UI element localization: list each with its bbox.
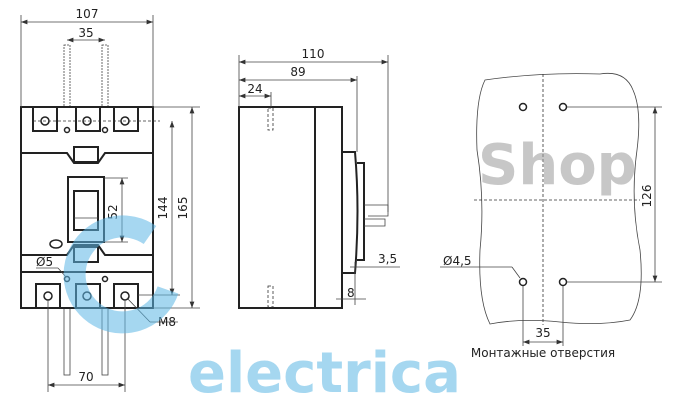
dim-depth-handle: 89 [290, 65, 305, 79]
mounting-caption: Монтажные отверстия [471, 346, 615, 360]
busbar [63, 307, 71, 376]
breaker-body [20, 106, 154, 309]
dim-handle-step: 3,5 [378, 252, 397, 266]
side-view: 110 89 24 3,5 8 [238, 47, 400, 309]
dim-mount-hole-diameter: Ø4,5 [443, 254, 472, 268]
busbar [101, 44, 109, 108]
dim-depth-total: 110 [302, 47, 325, 61]
side-body [238, 106, 343, 309]
dim-bar-spacing: 35 [78, 26, 93, 40]
dim-hole-span: 144 [156, 197, 170, 220]
watermark-part1: electrica [188, 341, 461, 400]
mounting-view: 126 35 Ø4,5 Монтажные отверстия [440, 72, 662, 360]
dim-vertical-spacing: 126 [640, 185, 654, 208]
watermark: electrica Shop [63, 133, 637, 400]
busbar [63, 44, 71, 108]
dim-bottom-spacing: 70 [78, 370, 93, 384]
watermark-logo [63, 215, 179, 334]
dim-front-step: 8 [347, 286, 355, 300]
dim-horizontal-spacing: 35 [535, 326, 550, 340]
dim-thread: M8 [158, 315, 176, 329]
watermark-part2: Shop [478, 133, 637, 198]
dim-width: 107 [76, 7, 99, 21]
front-view: 107 35 70 52 144 165 Ø5 M8 [20, 7, 200, 392]
dim-hole-diameter: Ø5 [36, 255, 53, 269]
dim-depth-slot: 24 [247, 82, 262, 96]
dim-height: 165 [176, 197, 190, 220]
